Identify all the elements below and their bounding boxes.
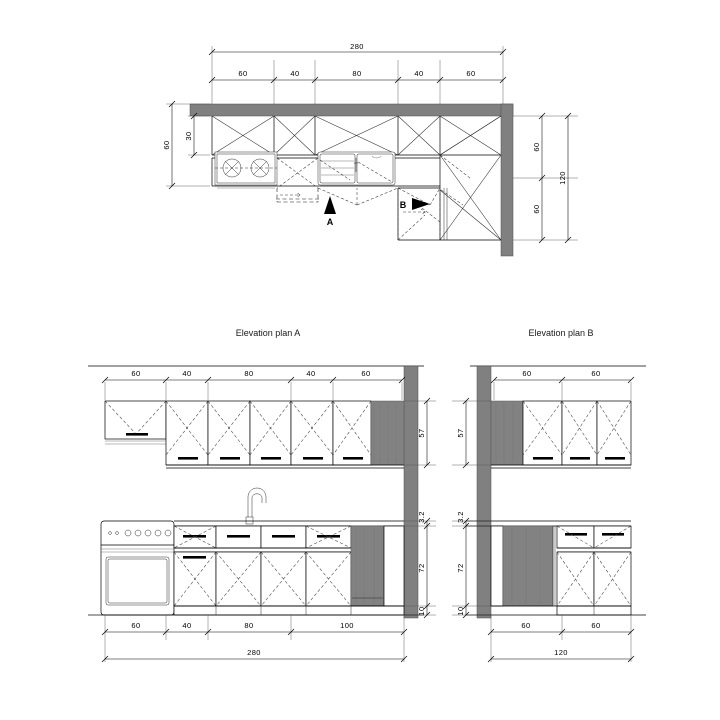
- floor-plan-corner-diagonals: [439, 115, 502, 241]
- elev-b-bot-seg-2: 60: [591, 621, 600, 630]
- elev-b-upper-cab-3[interactable]: [596, 400, 632, 466]
- elev-b-bot-seg-1: 60: [521, 621, 530, 630]
- elev-a-base-corner-panel: [350, 525, 385, 607]
- elev-a-base-filler: [383, 525, 405, 607]
- elev-b-upper-corner-panel: [490, 400, 524, 466]
- sink-drainboard: [319, 153, 356, 184]
- elev-a-bot-seg-1: 60: [131, 621, 140, 630]
- floor-plan-dim-top-total: 280: [208, 42, 507, 56]
- fp-top-seg-4: 40: [414, 69, 423, 78]
- elev-b-upper-cab-2[interactable]: [561, 400, 598, 466]
- elev-a-faucet: [245, 487, 267, 525]
- elev-a-bot-seg-3: 80: [244, 621, 253, 630]
- elev-a-wall: [403, 365, 419, 619]
- sink-basin: [356, 153, 394, 184]
- floor-plan-total-label: 280: [350, 42, 364, 51]
- elev-a-upper-cab-2[interactable]: [165, 400, 209, 466]
- elev-a-up-seg-5: 60: [361, 369, 370, 378]
- fp-left-inner-label: 30: [184, 131, 193, 140]
- fp-right-seg-1: 60: [532, 142, 541, 151]
- elevation-b-group: 60 60: [452, 365, 646, 663]
- elevation-a-group: 60 40 80 40 60: [88, 365, 436, 663]
- elev-a-plinth: [173, 605, 405, 616]
- elev-a-plinth-height-label: 10: [417, 606, 426, 615]
- floor-plan-dim-top-chain: 60 40 80 40 60: [208, 69, 507, 84]
- elevation-a-title: Elevation plan A: [236, 328, 301, 338]
- elev-a-counter-thickness-label: 3.2: [417, 511, 426, 523]
- floor-plan-upper-cabinets: [211, 115, 502, 156]
- fp-left-outer-label: 60: [162, 140, 171, 149]
- elev-b-dim-bottom: 60 60 120: [487, 615, 635, 663]
- floor-plan-sink: [317, 151, 396, 186]
- section-marker-b-label: B: [400, 200, 407, 210]
- fp-top-seg-2: 40: [290, 69, 299, 78]
- elev-b-upper-cabinets: [490, 400, 632, 469]
- floor-plan-door-swings: [276, 154, 471, 241]
- floor-plan-dim-right: 60 60 120: [513, 112, 578, 244]
- elev-b-base-height-label: 72: [456, 563, 465, 572]
- elev-b-dim-upper-chain: 60 60: [490, 369, 635, 400]
- elev-a-base-drawers: [173, 525, 404, 553]
- floor-plan-stove: [214, 151, 278, 189]
- floor-plan-top-wall: [189, 103, 514, 117]
- elev-b-base: [466, 525, 646, 616]
- floor-plan-extension-lines: [211, 46, 504, 112]
- fp-top-seg-3: 80: [352, 69, 361, 78]
- elev-a-upper-cab-6[interactable]: [332, 400, 372, 466]
- floor-plan-right-wall: [500, 103, 514, 257]
- elev-a-base-doors: [88, 525, 424, 616]
- elevation-b-title: Elevation plan B: [528, 328, 593, 338]
- elev-b-dim-upper-height: 57: [452, 397, 491, 469]
- elev-a-countertop: [174, 520, 404, 527]
- elev-a-bot-seg-4: 100: [340, 621, 354, 630]
- section-marker-a-label: A: [327, 217, 334, 227]
- elev-a-up-seg-4: 40: [306, 369, 315, 378]
- elev-a-bot-seg-2: 40: [182, 621, 191, 630]
- elev-a-upper-height-label: 57: [417, 428, 426, 437]
- elev-a-upper-cab-5[interactable]: [290, 400, 334, 466]
- fp-top-seg-1: 60: [238, 69, 247, 78]
- elev-b-base-filler: [490, 525, 504, 607]
- floor-plan-group: 280 60 40 80 40 60: [162, 42, 578, 257]
- floor-plan-dim-left: 60 30: [162, 100, 210, 190]
- elev-a-dim-upper-height: 57: [404, 397, 436, 469]
- fp-right-total-label: 120: [558, 171, 567, 185]
- elev-a-dim-upper-chain: 60 40 80 40 60: [101, 369, 406, 400]
- elev-a-upper-cab-4[interactable]: [249, 400, 292, 466]
- elev-b-upper-height-label: 57: [456, 428, 465, 437]
- elev-b-counter-thickness-label: 3.2: [456, 511, 465, 523]
- elev-b-wall: [476, 365, 492, 619]
- section-marker-a: A: [324, 196, 336, 227]
- fp-right-seg-2: 60: [532, 204, 541, 213]
- elev-b-up-seg-2: 60: [591, 369, 600, 378]
- elev-a-dim-bottom: 60 40 80 100 280: [101, 615, 408, 663]
- elev-a-up-seg-3: 80: [244, 369, 253, 378]
- elev-a-up-seg-1: 60: [131, 369, 140, 378]
- elev-a-upper-cabinets: [104, 400, 405, 469]
- elev-b-up-seg-1: 60: [522, 369, 531, 378]
- elev-b-base-corner-panel: [502, 525, 554, 607]
- elev-b-plinth-height-label: 10: [456, 606, 465, 615]
- elev-a-up-seg-2: 40: [182, 369, 191, 378]
- elev-a-bottom-total-label: 280: [247, 648, 261, 657]
- elev-a-upper-corner-panel: [370, 400, 405, 466]
- elev-b-dim-heights: 3.2 72 10: [452, 511, 491, 619]
- elev-a-stove[interactable]: [100, 520, 175, 616]
- section-marker-b: B: [400, 198, 430, 210]
- elev-b-upper-cab-1[interactable]: [522, 400, 563, 466]
- elev-a-upper-cab-3[interactable]: [207, 400, 251, 466]
- fp-top-seg-5: 60: [466, 69, 475, 78]
- elev-a-base-height-label: 72: [417, 563, 426, 572]
- elev-a-dim-heights: 3.2 72 10: [404, 511, 436, 619]
- elev-a-hood-cabinet[interactable]: [104, 400, 167, 440]
- elev-b-bottom-total-label: 120: [554, 648, 568, 657]
